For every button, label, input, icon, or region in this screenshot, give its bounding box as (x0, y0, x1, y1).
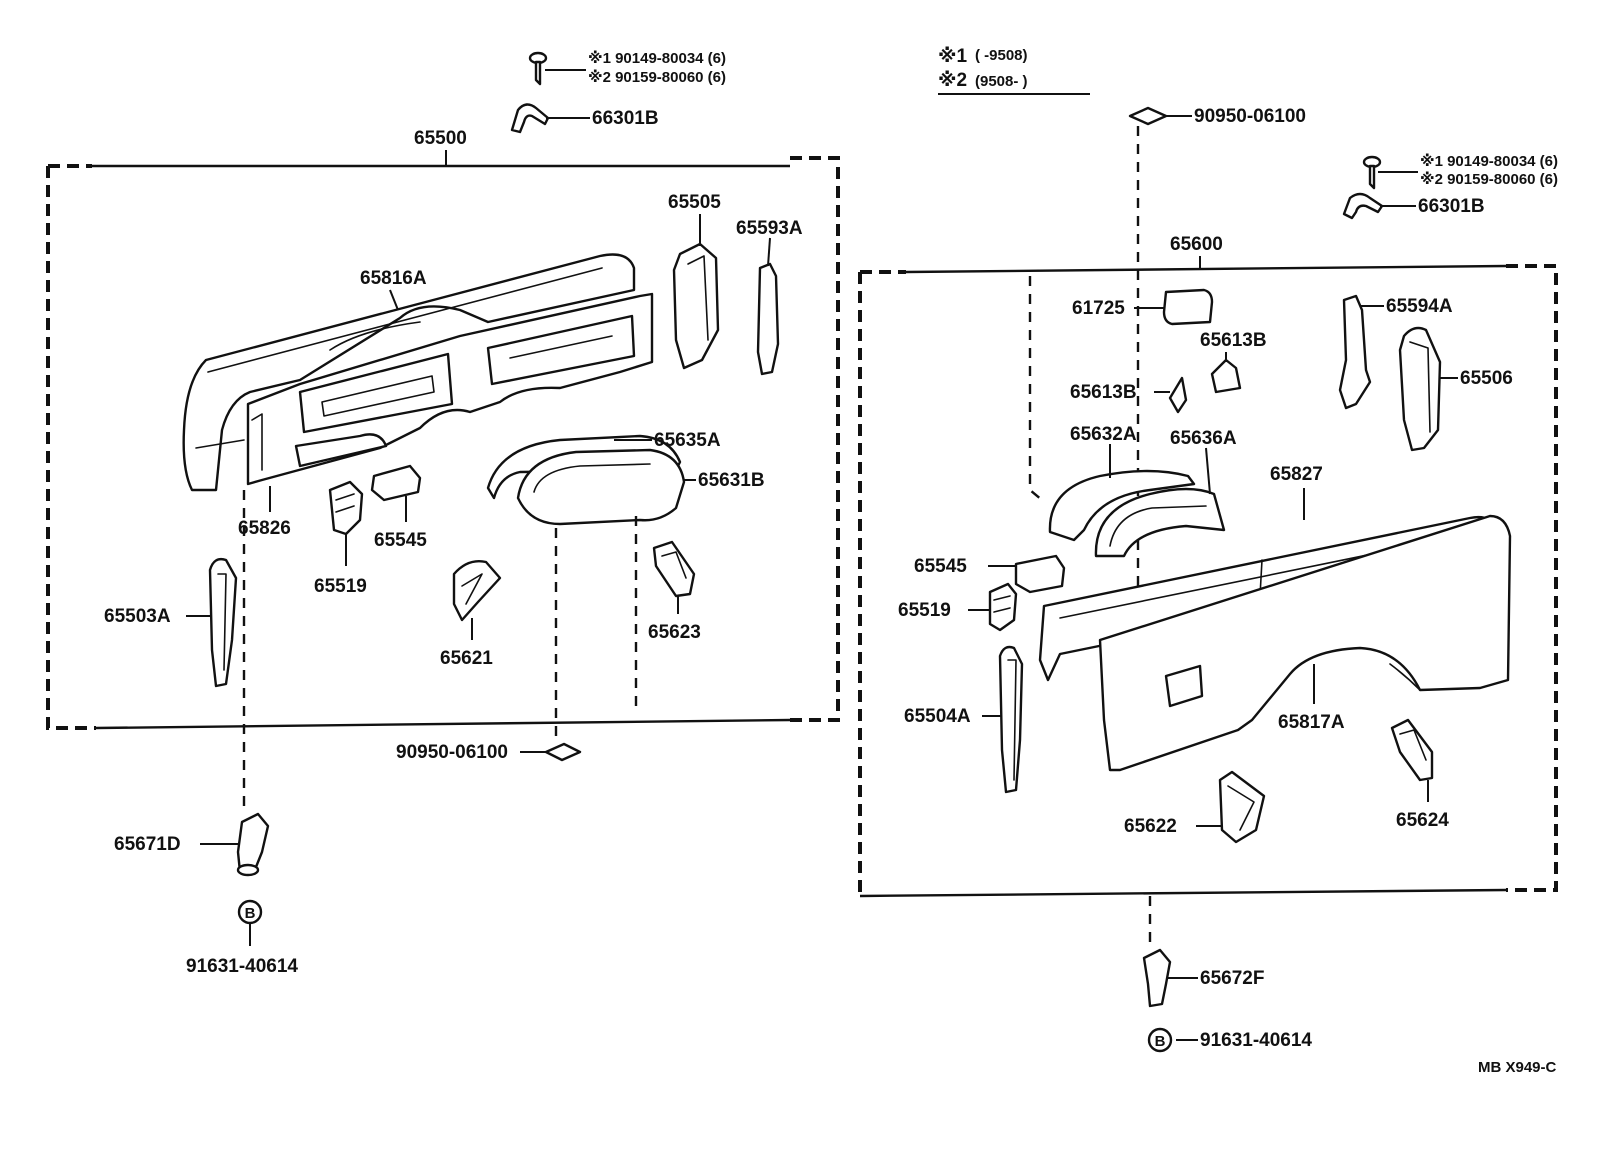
label-65816A: 65816A (360, 268, 427, 289)
part-65632A (1048, 469, 1196, 542)
label-65613B-a: 65613B (1200, 330, 1267, 351)
part-65503A (208, 557, 238, 688)
date-legend: ※1 ( -9508) ※2 (9508- ) (938, 46, 1090, 95)
part-65545 (370, 464, 422, 502)
left-group-label: 65500 (414, 128, 467, 149)
label-65827: 65827 (1270, 464, 1323, 485)
left-hook-label: 66301B (592, 108, 659, 129)
part-65624 (1390, 718, 1434, 782)
right-bolt-label: 91631-40614 (1200, 1030, 1312, 1051)
right-frame-dashed (858, 264, 1558, 896)
label-65635A: 65635A (654, 430, 721, 451)
leader-65593A (767, 237, 771, 267)
label-65594A: 65594A (1386, 296, 1453, 317)
drawing-code: MB X949-C (1478, 1059, 1557, 1076)
label-65593A: 65593A (736, 218, 803, 239)
label-65624: 65624 (1396, 810, 1449, 831)
left-bolt-label: 91631-40614 (186, 956, 298, 977)
label-65631B: 65631B (698, 470, 765, 491)
right-screw-label-1: ※1 90149-80034 (6) (1420, 152, 1558, 170)
label-65505: 65505 (668, 192, 721, 213)
label-61725: 61725 (1072, 298, 1125, 319)
label-65503A: 65503A (104, 606, 171, 627)
left-side-assembly: ※1 90149-80034 (6) ※2 90159-80060 (6) 66… (46, 49, 840, 977)
left-hook-icon (510, 103, 590, 134)
right-group-label: 65600 (1170, 234, 1223, 255)
left-bolt-mark: B (245, 905, 256, 922)
part-65621 (452, 560, 502, 622)
label-65621: 65621 (440, 648, 493, 669)
right-bolt-b-icon: B (1147, 1027, 1173, 1053)
right-screw-icon (1362, 155, 1418, 190)
legend-mark-2: ※2 (938, 70, 967, 91)
part-65636A (1094, 487, 1226, 558)
left-plug-label: 90950-06100 (396, 742, 508, 763)
label-65636A: 65636A (1170, 428, 1237, 449)
part-65519-right (988, 582, 1018, 632)
part-65504A (998, 645, 1024, 794)
right-hook-label: 66301B (1418, 196, 1485, 217)
right-screw-label-2: ※2 90159-80060 (6) (1420, 170, 1558, 188)
right-frame-bottom (859, 888, 1507, 898)
part-65622 (1218, 770, 1266, 844)
part-65672F (1142, 948, 1172, 1008)
left-screw-label-2: ※2 90159-80060 (6) (588, 68, 726, 86)
part-65593A (756, 262, 780, 376)
left-plug-icon (544, 742, 582, 762)
right-bolt-mark: B (1155, 1033, 1166, 1050)
label-65826: 65826 (238, 518, 291, 539)
part-65816A (182, 253, 636, 492)
part-65506 (1398, 326, 1442, 452)
part-65519 (328, 480, 364, 536)
part-65671D (236, 812, 270, 877)
label-65623: 65623 (648, 622, 701, 643)
label-65506: 65506 (1460, 368, 1513, 389)
leader-65636A (1205, 447, 1211, 495)
right-hook-icon (1342, 192, 1416, 220)
legend-range-2: (9508- ) (975, 73, 1028, 90)
label-65519-right: 65519 (898, 600, 951, 621)
left-frame-dashed (46, 156, 840, 730)
part-65826 (246, 292, 654, 486)
part-65594A (1338, 294, 1372, 410)
legend-mark-1: ※1 (938, 46, 967, 67)
left-screw-label-1: ※1 90149-80034 (6) (588, 49, 726, 67)
label-65672F: 65672F (1200, 968, 1264, 989)
label-65519: 65519 (314, 576, 367, 597)
part-65505 (672, 242, 720, 370)
label-65545-right: 65545 (914, 556, 967, 577)
part-65545-right (1014, 554, 1066, 594)
part-61725 (1162, 288, 1214, 326)
part-65613B-b (1168, 376, 1188, 414)
leader-65816A (389, 289, 399, 311)
label-65504A: 65504A (904, 706, 971, 727)
part-65623 (652, 540, 696, 598)
label-65622: 65622 (1124, 816, 1177, 837)
label-65817A: 65817A (1278, 712, 1345, 733)
legend-range-1: ( -9508) (975, 47, 1028, 64)
right-frame-top (905, 264, 1507, 274)
part-65631B (516, 448, 686, 526)
right-plug-icon (1128, 106, 1168, 126)
left-frame-bottom (95, 718, 791, 730)
right-side-assembly: 90950-06100 ※1 90149-80034 (6) ※2 90159-… (858, 106, 1558, 1053)
right-inner-guide (1028, 276, 1043, 501)
right-plug-label: 90950-06100 (1194, 106, 1306, 127)
left-bolt-b-icon: B (237, 899, 263, 925)
label-65671D: 65671D (114, 834, 181, 855)
part-65817A (1098, 514, 1512, 772)
label-65545: 65545 (374, 530, 427, 551)
label-65632A: 65632A (1070, 424, 1137, 445)
left-screw-icon (528, 51, 586, 86)
part-65613B-a (1210, 358, 1242, 394)
label-65613B-b: 65613B (1070, 382, 1137, 403)
